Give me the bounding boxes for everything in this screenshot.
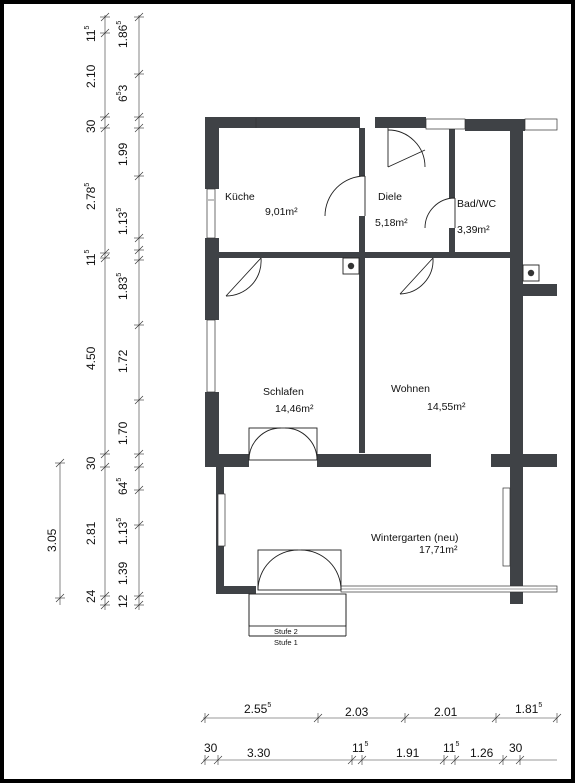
room-area-bath: 3,39m² [457,224,490,236]
wall-right-stub [523,284,557,296]
door-diele-bath [424,197,456,229]
dim-h2: 2.03 [345,705,369,719]
room-label-living: Wohnen [391,383,430,395]
dim-o4: 1.135 [116,208,130,235]
room-area-wintergarden: 17,71m² [419,544,458,556]
step-1-label: Stufe 1 [274,638,298,647]
wall-winter-bottom [216,586,256,594]
room-label-bedroom: Schlafen [263,386,304,398]
dim-h1: 2.555 [244,702,271,716]
wall-south-middle [317,454,431,467]
wall-south-left [205,454,249,467]
dim-b3: 115 [352,741,368,755]
door-diele-living [399,257,434,295]
dim-o11: 12 [116,594,130,608]
wall-top-left [205,117,360,128]
wall-bedroom-diele [261,252,433,258]
chimney-diele [342,257,360,275]
dim-o9: 1.135 [116,518,130,545]
dim-b4: 1.91 [396,746,420,760]
dimension-ticks [55,12,562,765]
dim-o5: 1.835 [116,273,130,300]
windows [206,118,558,593]
step-2-label: Stufe 2 [274,627,298,636]
wall-kitchen-diele [359,128,365,176]
dim-m9: 24 [84,589,98,603]
terrace-door-bedroom [248,427,318,461]
dim-b2: 3.30 [247,746,271,760]
door-entrance [387,129,426,168]
window-winter-east [502,487,511,567]
step-2 [248,593,347,627]
room-label-diele: Diele [378,191,402,203]
dim-l1: 3.05 [45,528,59,552]
walls [205,117,557,604]
window-kitchen-west [206,188,216,239]
window-top-right [524,118,558,131]
dim-o6: 1.72 [116,349,130,373]
window-bedroom-west [206,319,216,393]
wall-right [510,119,523,604]
dim-o7: 1.70 [116,421,130,445]
wall-top-right [375,117,426,128]
dim-o8: 645 [116,478,130,495]
dim-m5: 115 [84,250,98,266]
wall-kitchen-bedroom [219,252,261,258]
dim-m1: 115 [84,26,98,42]
chimneys [342,257,540,282]
wall-left-upper [205,117,219,189]
wall-bedroom-living [359,258,365,453]
dim-b1: 30 [204,741,218,755]
room-label-bath: Bad/WC [457,198,497,210]
dimension-labels: 1.865 653 1.99 1.135 1.835 1.72 1.70 645… [45,21,542,760]
door-kitchen-diele [324,175,366,217]
dim-h4: 1.815 [515,702,542,716]
window-winter-west [217,493,226,547]
dim-m3: 30 [84,119,98,133]
room-label-wintergarden: Wintergarten (neu) [371,532,459,544]
floor-plan: Küche 9,01m² Diele 5,18m² Bad/WC 3,39m² … [45,12,562,765]
dim-b5: 115 [443,741,459,755]
dim-m2: 2.10 [84,64,98,88]
room-area-bedroom: 14,46m² [275,403,314,415]
dim-m4: 2.785 [84,183,98,210]
dim-o3: 1.99 [116,142,130,166]
dim-o1: 1.865 [116,21,130,48]
window-top-bath [425,118,466,130]
wall-bath-bottom [433,252,510,258]
wall-diele-bath-lower [449,228,455,258]
dim-m7: 30 [84,456,98,470]
terrace-door-winter [257,549,342,591]
doors [225,128,456,637]
dimension-lines [59,15,557,761]
wall-left-middle [205,238,219,320]
chimney-living [522,264,540,282]
door-kitchen-bedroom [225,257,262,297]
wall-diele-bath [449,128,455,198]
dim-b6: 1.26 [470,746,494,760]
dim-b7: 30 [509,741,523,755]
room-area-diele: 5,18m² [375,217,408,229]
dim-m6: 4.50 [84,346,98,370]
dim-h3: 2.01 [434,705,458,719]
room-area-living: 14,55m² [427,401,466,413]
dim-m8: 2.81 [84,521,98,545]
dim-o2: 653 [116,84,130,102]
wall-diele-bedroom [359,216,365,258]
room-area-kitchen: 9,01m² [265,206,298,218]
dim-o10: 1.39 [116,561,130,585]
wall-left-lower [205,392,219,466]
room-label-kitchen: Küche [225,191,255,203]
wall-south-right [491,454,557,467]
